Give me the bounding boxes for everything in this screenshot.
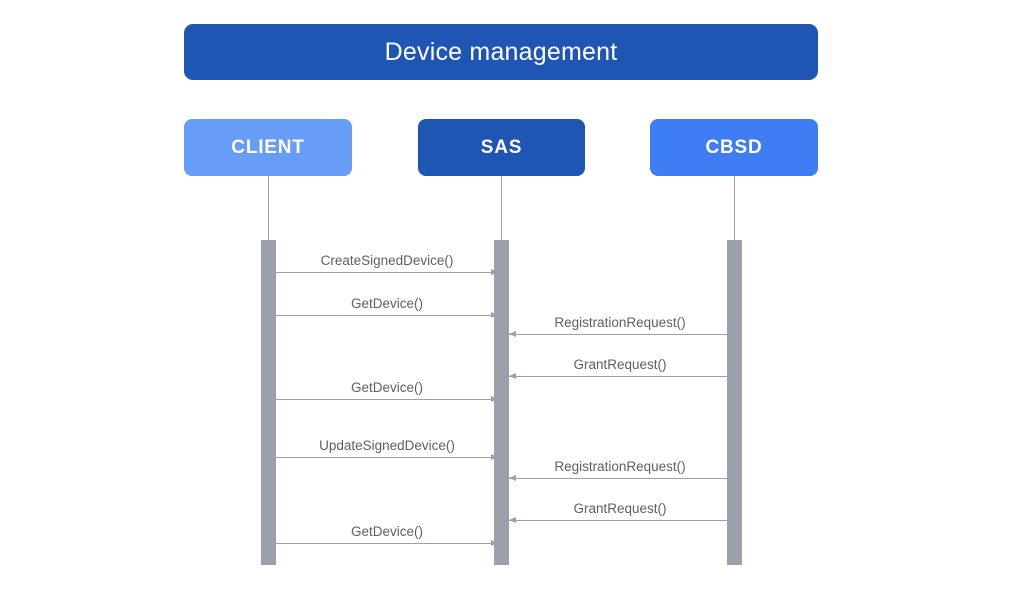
arrow-head-icon	[491, 396, 498, 402]
message-label: GetDevice()	[350, 524, 423, 539]
message-arrow: GrantRequest()	[509, 357, 731, 379]
message-arrow: GetDevice()	[276, 296, 498, 318]
message-arrow: GrantRequest()	[509, 501, 731, 523]
message-arrow: UpdateSignedDevice()	[276, 438, 498, 460]
participant-label-cbsd: CBSD	[705, 136, 763, 158]
message-label: CreateSignedDevice()	[320, 253, 454, 268]
message-label: RegistrationRequest()	[554, 459, 686, 474]
message-label: GrantRequest()	[573, 357, 667, 372]
page-title: Device management	[384, 37, 618, 66]
participant-label-client: CLIENT	[231, 136, 305, 158]
message-arrow: RegistrationRequest()	[509, 459, 731, 481]
message-arrow: RegistrationRequest()	[509, 315, 731, 337]
message-label: GrantRequest()	[573, 501, 667, 516]
message-arrow: GetDevice()	[276, 524, 498, 546]
activation-bar-client	[261, 240, 276, 565]
arrow-head-icon	[491, 454, 498, 460]
arrow-head-icon	[509, 373, 516, 379]
participant-cbsd[interactable]: CBSD	[650, 119, 818, 176]
arrow-head-icon	[491, 269, 498, 275]
message-label: GetDevice()	[350, 380, 423, 395]
arrow-head-icon	[491, 312, 498, 318]
participant-client[interactable]: CLIENT	[184, 119, 352, 176]
message-label: UpdateSignedDevice()	[319, 438, 455, 453]
message-label: RegistrationRequest()	[554, 315, 686, 330]
arrow-head-icon	[491, 540, 498, 546]
arrow-head-icon	[509, 475, 516, 481]
participant-label-sas: SAS	[480, 136, 523, 158]
lifeline-cbsd	[734, 176, 735, 240]
arrow-head-icon	[509, 331, 516, 337]
lifeline-client	[268, 176, 269, 240]
message-arrow: GetDevice()	[276, 380, 498, 402]
activation-bar-cbsd	[727, 240, 742, 565]
diagram-title-banner: Device management	[184, 24, 818, 80]
activation-bar-sas	[494, 240, 509, 565]
lifeline-sas	[501, 176, 502, 240]
message-arrow: CreateSignedDevice()	[276, 253, 498, 275]
participant-sas[interactable]: SAS	[418, 119, 585, 176]
message-label: GetDevice()	[350, 296, 423, 311]
arrow-head-icon	[509, 517, 516, 523]
